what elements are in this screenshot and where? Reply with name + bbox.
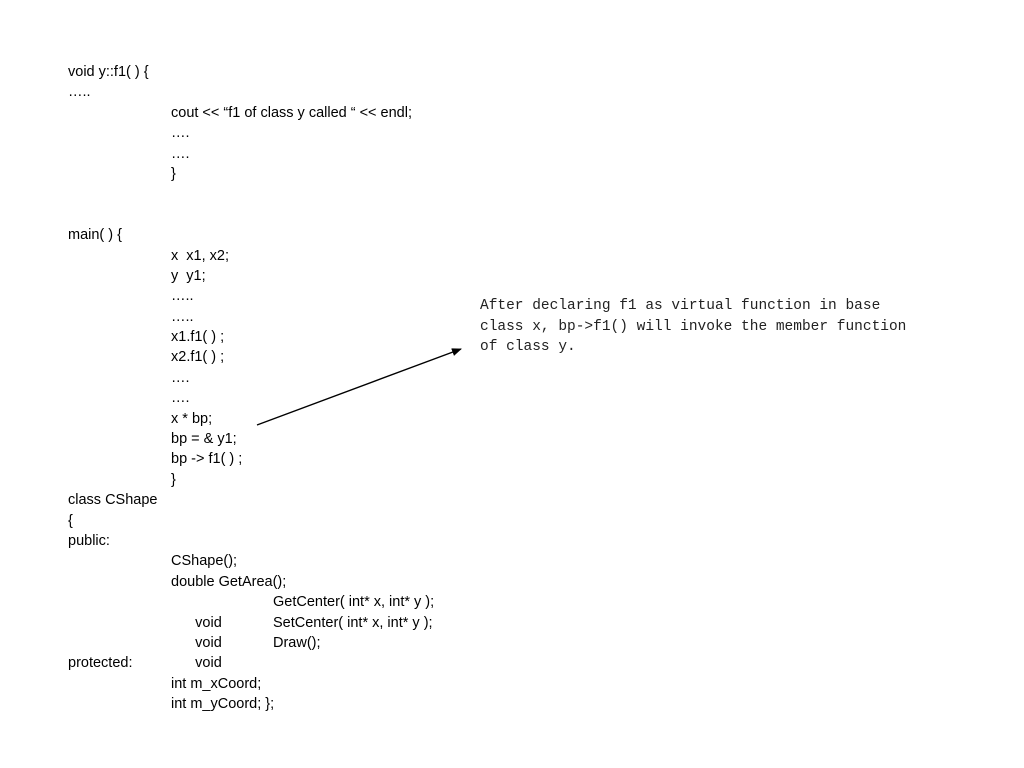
- code-line: }: [171, 165, 176, 182]
- annotation-line: class x, bp->f1() will invoke the member…: [480, 318, 907, 335]
- code-line: CShape();: [171, 553, 238, 570]
- code-line: public:: [68, 532, 110, 549]
- method-signature: SetCenter( int* x, int* y );: [273, 614, 433, 631]
- code-line: ….: [171, 390, 190, 407]
- code-line: void y::f1( ) {: [68, 64, 149, 80]
- annotation-note: After declaring f1 as virtual function i…: [480, 296, 1000, 358]
- code-line: int m_yCoord; };: [171, 696, 275, 713]
- code-line-two-column: void Draw();: [68, 633, 412, 671]
- code-line: {: [68, 512, 73, 529]
- code-line: cout << “f1 of class y called “ << endl;: [171, 104, 412, 121]
- return-type: void: [195, 655, 222, 672]
- code-line: ….: [171, 145, 190, 162]
- code-line: bp -> f1( ) ;: [171, 451, 243, 468]
- return-type: void: [195, 614, 222, 631]
- code-line: int m_xCoord;: [171, 675, 262, 692]
- code-line: y y1;: [171, 267, 206, 284]
- annotation-line: of class y.: [480, 339, 576, 355]
- code-line: double GetArea();: [171, 573, 287, 590]
- code-line: class CShape: [68, 492, 158, 509]
- code-line: …..: [171, 308, 194, 325]
- code-line: bp = & y1;: [171, 431, 237, 448]
- annotation-line: After declaring f1 as virtual function i…: [480, 298, 881, 314]
- method-signature: Draw();: [273, 634, 321, 651]
- code-line: x * bp;: [171, 410, 213, 427]
- code-line: }: [171, 471, 176, 488]
- code-line: ….: [171, 125, 190, 142]
- code-line: …..: [68, 84, 91, 101]
- code-line: …..: [171, 288, 194, 305]
- code-line: main( ) {: [68, 227, 122, 244]
- code-listing: void y::f1( ) { ….. cout << “f1 of class…: [68, 62, 434, 715]
- return-type: void: [195, 634, 222, 651]
- method-signature: GetCenter( int* x, int* y );: [273, 594, 435, 611]
- code-line: protected:: [68, 655, 133, 672]
- code-line: x1.f1( ) ;: [171, 329, 225, 346]
- code-line: ….: [171, 369, 190, 386]
- code-line: x2.f1( ) ;: [171, 349, 225, 366]
- code-line-two-column: void GetCenter( int* x, int* y );: [68, 592, 434, 630]
- blank-line: [68, 205, 412, 225]
- blank-line: [68, 184, 412, 204]
- code-line-two-column: void SetCenter( int* x, int* y );: [68, 613, 432, 651]
- code-line: x x1, x2;: [171, 247, 230, 264]
